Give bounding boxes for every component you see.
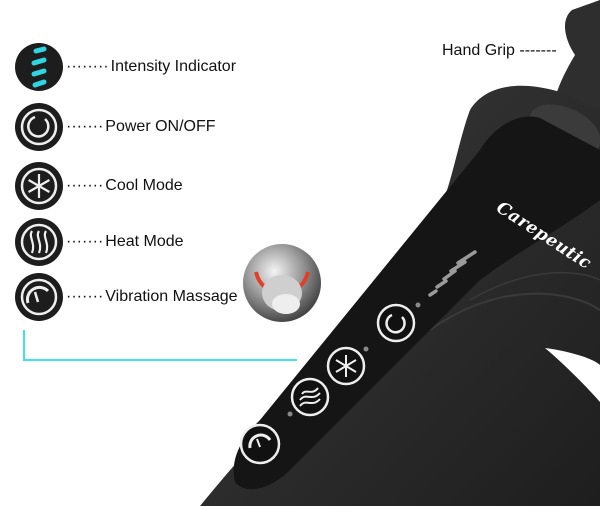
legend-label: Power ON/OFF	[105, 118, 216, 135]
leader-dots: ········	[66, 58, 109, 75]
loop-edge	[429, 292, 600, 331]
snowflake-icon	[15, 162, 63, 210]
leader-dots: ·······	[66, 288, 104, 305]
leader-dots: ·······	[66, 118, 104, 135]
massage-head-image	[243, 244, 321, 322]
loop-edge	[469, 271, 600, 301]
panel-heat-button[interactable]	[290, 377, 330, 417]
leader-dots: ·······	[66, 177, 104, 194]
indicator-dot	[363, 346, 369, 352]
legend-cool-mode: ······· Cool Mode	[14, 161, 183, 211]
hand-grip-label: Hand Grip -------	[442, 42, 557, 59]
bracket-line	[23, 330, 25, 361]
power-icon	[15, 103, 63, 151]
panel-vibration-button[interactable]	[239, 423, 281, 465]
legend-heat-mode: ······· Heat Mode	[14, 217, 184, 267]
intensity-bars	[428, 250, 477, 297]
panel-cool-button[interactable]	[326, 346, 366, 386]
handle-gap	[545, 348, 600, 402]
bracket-line	[23, 359, 297, 361]
legend-label: Vibration Massage	[105, 288, 238, 305]
indicator-dot	[415, 302, 421, 308]
intensity-indicator-icon	[15, 43, 63, 91]
legend-intensity-indicator: ········ Intensity Indicator	[14, 42, 236, 92]
legend-label: Heat Mode	[105, 233, 184, 250]
panel-power-button[interactable]	[376, 303, 416, 343]
gauge-icon	[15, 273, 63, 321]
indicator-dot	[287, 411, 293, 417]
legend-vibration-massage: ······· Vibration Massage	[14, 272, 238, 322]
heat-waves-icon	[15, 218, 63, 266]
leader-dots: ·······	[66, 233, 104, 250]
legend-label: Cool Mode	[105, 177, 183, 194]
legend-power: ······· Power ON/OFF	[14, 102, 216, 152]
legend-label: Intensity Indicator	[110, 58, 237, 75]
